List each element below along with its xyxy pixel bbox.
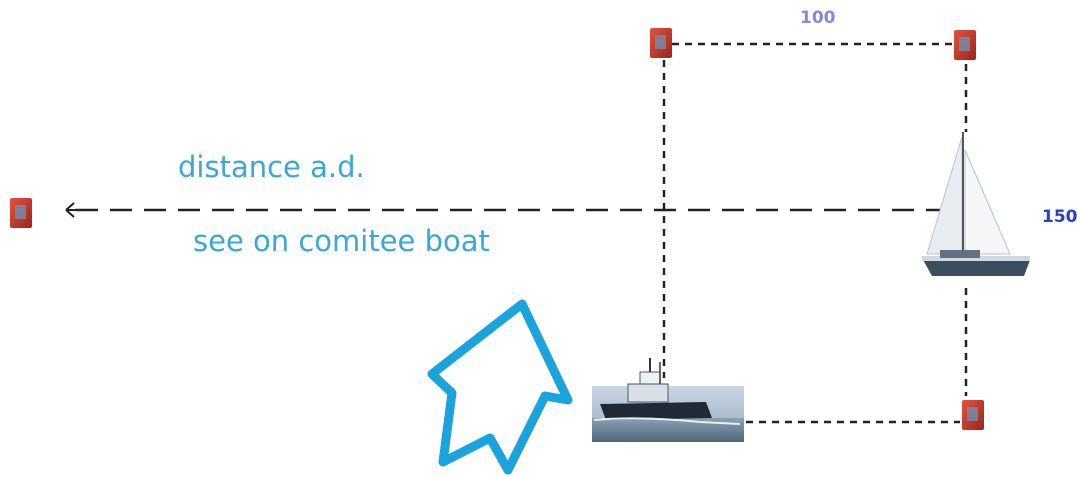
top-distance-label: 100: [800, 8, 836, 28]
side-distance-label: 150: [1042, 207, 1077, 227]
buoy-bottom-right: [962, 400, 984, 430]
course-lines: [76, 42, 968, 424]
buoy-top-right: [954, 30, 976, 60]
arrowhead-icon: [65, 202, 76, 218]
hand-drawn-arrow-icon: [427, 299, 573, 475]
buoy-top-left: [650, 28, 672, 58]
buoy-left: [10, 198, 32, 228]
sailboat-icon: [922, 132, 1030, 276]
committee-boat-icon: [592, 358, 744, 442]
see-committee-boat-label: see on comitee boat: [193, 224, 490, 258]
distance-label: distance a.d.: [178, 150, 365, 184]
